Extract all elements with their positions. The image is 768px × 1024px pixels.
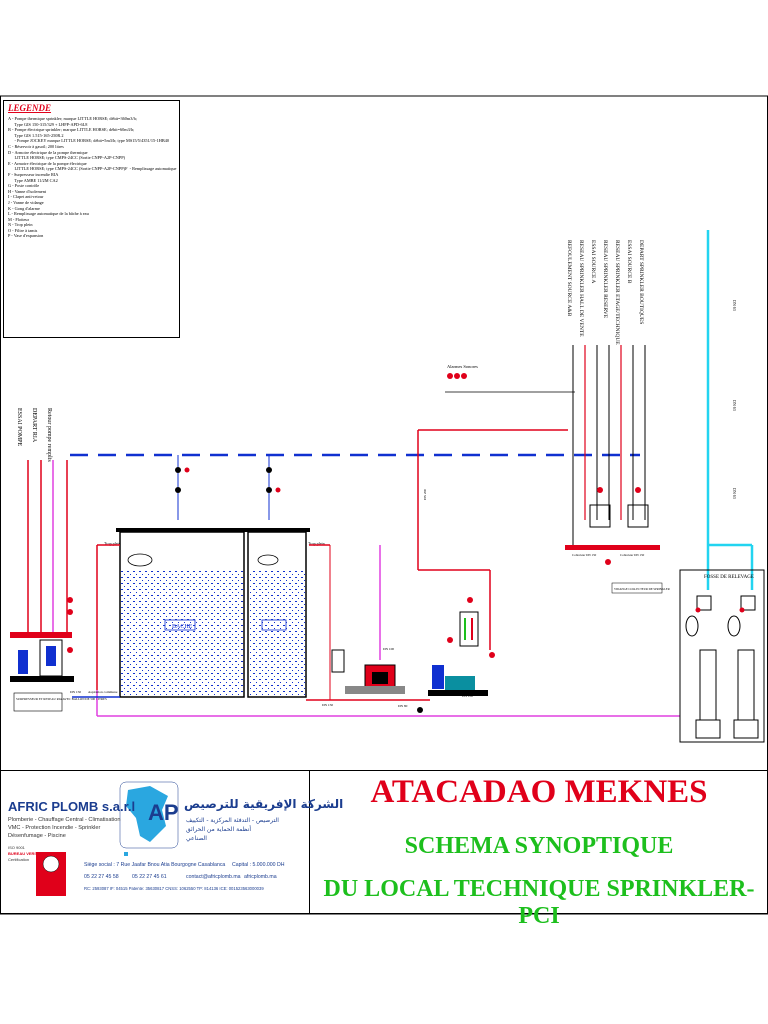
trop-plein-left: Trop plein xyxy=(104,541,121,546)
company-service: VMC - Protection Incendie - Sprinkler xyxy=(8,825,101,831)
certification-label: BUREAU VERITAS xyxy=(8,851,44,856)
left-label-retour: Retour pompe remplis xyxy=(46,408,52,462)
legend-line: O - Filtre à tamis xyxy=(8,227,38,233)
vidange-label: VIDANGE COLLECTEUR DE SPRINKLER xyxy=(614,587,670,591)
legend-line: F - Surpresseur incendie RIA xyxy=(8,171,59,177)
legend-line: Type GIS 150-315/329 + LHFP-APD-6L8 xyxy=(8,121,88,127)
legend-line: Type GIS 1.515-165-250R.2 xyxy=(8,132,64,138)
legend-line: B - Pompe électrique sprinkler; marque L… xyxy=(8,127,135,133)
legend-line: Type AMBE 11/2M CA2 xyxy=(8,177,58,183)
surpresseur-box xyxy=(13,692,63,712)
fax-number: 05 22 27 45 61 xyxy=(132,874,167,880)
legend-line: L - Remplissage automatique de la bâche … xyxy=(8,211,89,217)
tank-label: BACHE xyxy=(172,624,193,630)
website-link[interactable]: africplomb.ma xyxy=(244,874,277,880)
legend-line: H - Vanne d'isolement xyxy=(8,188,47,194)
certification-label: ISO 9001 xyxy=(8,845,25,850)
relevage-pipes xyxy=(706,230,754,590)
dn-label-3: DN 100 xyxy=(383,647,394,651)
dn-label-4: DN 80 xyxy=(398,704,408,708)
right-risers xyxy=(565,345,660,565)
project-title: ATACADAO MEKNES xyxy=(370,774,708,810)
right-label-0: REFOULEMENT SOURCE A&B xyxy=(566,240,572,317)
company-capital: Capital : 5.000.000 DH xyxy=(232,862,285,868)
dn-label-6: DN 200 xyxy=(423,489,427,500)
legend-line: G - Poste contrôle xyxy=(8,183,40,189)
collecteur-a: Collecteur DN 150 xyxy=(572,553,597,557)
company-name-arabic: الشركة الإفريقية للترصيص xyxy=(184,797,344,811)
certification-label: Certification xyxy=(8,857,30,862)
email-link[interactable]: contact@africplomb.ma xyxy=(186,874,241,880)
dn-label-2: DN 150 xyxy=(322,703,333,707)
company-service-arabic: الصناعي xyxy=(186,835,207,842)
company-address: Siège social : 7 Rue Jaafar Bnou Atia Bo… xyxy=(84,862,226,868)
legend-line: LITTLE HORSE; type CMPS-24CC (Sortie CNP… xyxy=(8,166,177,172)
legend-line: C - Réservoir à gasoil; 200 litres xyxy=(8,143,64,149)
company-name: AFRIC PLOMB s.a.r.l xyxy=(8,799,136,814)
legend-line: - Pompe JOCKEY marque LITTLE HORSE; débi… xyxy=(8,138,169,144)
legend-line: J - Vanne de vidange xyxy=(8,199,44,205)
legend-line: E - Armoire électrique de la pompe élect… xyxy=(8,160,87,166)
dn-label-5: DN 100 xyxy=(462,694,473,698)
legend-line: N - Trop plein xyxy=(8,222,33,228)
drawing-title-line2: DU LOCAL TECHNIQUE SPRINKLER-PCI xyxy=(323,876,755,929)
right-label-3: RESEAU SPRINKLER RESERVE xyxy=(602,240,608,319)
drawing-title-line1: SCHEMA SYNOPTIQUE xyxy=(404,833,674,859)
company-service-arabic: الترصيص - التدفئة المركزية - التكييف xyxy=(186,817,279,824)
dn-label-1: DN 150 xyxy=(70,690,81,694)
company-service-arabic: أنظمة الحماية من الحرائق xyxy=(186,826,252,833)
company-ids: RC: 2593087 IF: 04515 Patente: 35630817 … xyxy=(84,886,264,891)
left-label-essai: ESSAI POMPE xyxy=(16,408,22,447)
legend-line: P - Vase d'expansion xyxy=(8,233,44,239)
right-pipe-label-1: DN 63 xyxy=(732,400,737,411)
collecteur-b: Collecteur DN 150 xyxy=(620,553,645,557)
legend-line: I - Clapet anti-retour xyxy=(8,194,44,200)
legend-line: K - Gong d'alarme xyxy=(8,205,40,211)
company-service: Plomberie - Chauffage Central - Climatis… xyxy=(8,817,121,823)
svg-text:AP: AP xyxy=(148,800,179,825)
company-block: AFRIC PLOMB s.a.r.l Plomberie - Chauffag… xyxy=(0,771,343,914)
legend-line: LITTLE HORSE; type CMPS-24CC (Sortie CNP… xyxy=(8,155,126,161)
right-pipe-label-0: DN 63 xyxy=(732,300,737,311)
alarm-label: Alarmes Sonores xyxy=(447,364,478,369)
right-label-1: RESEAU SPRINKLER HALL DE VENTE xyxy=(578,240,584,337)
phone-number: 05 22 27 45 58 xyxy=(84,874,119,880)
ap-logo: AP xyxy=(119,781,179,856)
left-risers xyxy=(27,460,68,632)
legend-line: M - Flotteur xyxy=(8,216,30,222)
right-label-4: RESEAU SPRINKLER ETAGE/TECHNIQUE xyxy=(614,240,620,345)
bottom-pipes xyxy=(72,545,680,717)
relevage-pumps xyxy=(685,595,759,739)
main-tank xyxy=(116,528,310,698)
trop-plein-right: Trop plein xyxy=(308,541,325,546)
aspiration-label: Aspiration commune xyxy=(88,690,118,694)
right-label-6: DEPART SPRINKLER BOUTIQUES xyxy=(638,240,644,324)
bureau-veritas-seal xyxy=(36,852,66,896)
right-pipe-label-2: DN 63 xyxy=(732,488,737,499)
fosse-relevage xyxy=(679,569,765,743)
right-label-5: ESSAI SOURCE B xyxy=(626,240,632,284)
surpresseur-label: SURPRESSEUR ET RESEAU RIA AVEC BALLON DE… xyxy=(16,697,107,701)
legend-panel: LEGENDE A - Pompe thermique sprinkler; m… xyxy=(3,100,180,338)
left-label-ria: DEPART RIA xyxy=(31,408,37,443)
pump-room xyxy=(331,429,568,713)
title-block: AFRIC PLOMB s.a.r.l Plomberie - Chauffag… xyxy=(0,770,768,929)
fosse-label: FOSSE DE RELEVAGE xyxy=(704,575,754,580)
legend-line: A - Pompe thermique sprinkler; marque LI… xyxy=(8,116,137,121)
right-label-2: ESSAI SOURCE A xyxy=(590,240,596,283)
legend-title: LEGENDE xyxy=(8,103,52,113)
legend-line: D - Armoire électrique de la pompe therm… xyxy=(8,149,88,155)
alarm-bells xyxy=(447,373,467,379)
vidange-box xyxy=(611,582,663,594)
left-equipment xyxy=(10,597,74,682)
tank-inlets xyxy=(96,455,330,690)
company-service: Désenfumage - Piscine xyxy=(8,833,66,839)
